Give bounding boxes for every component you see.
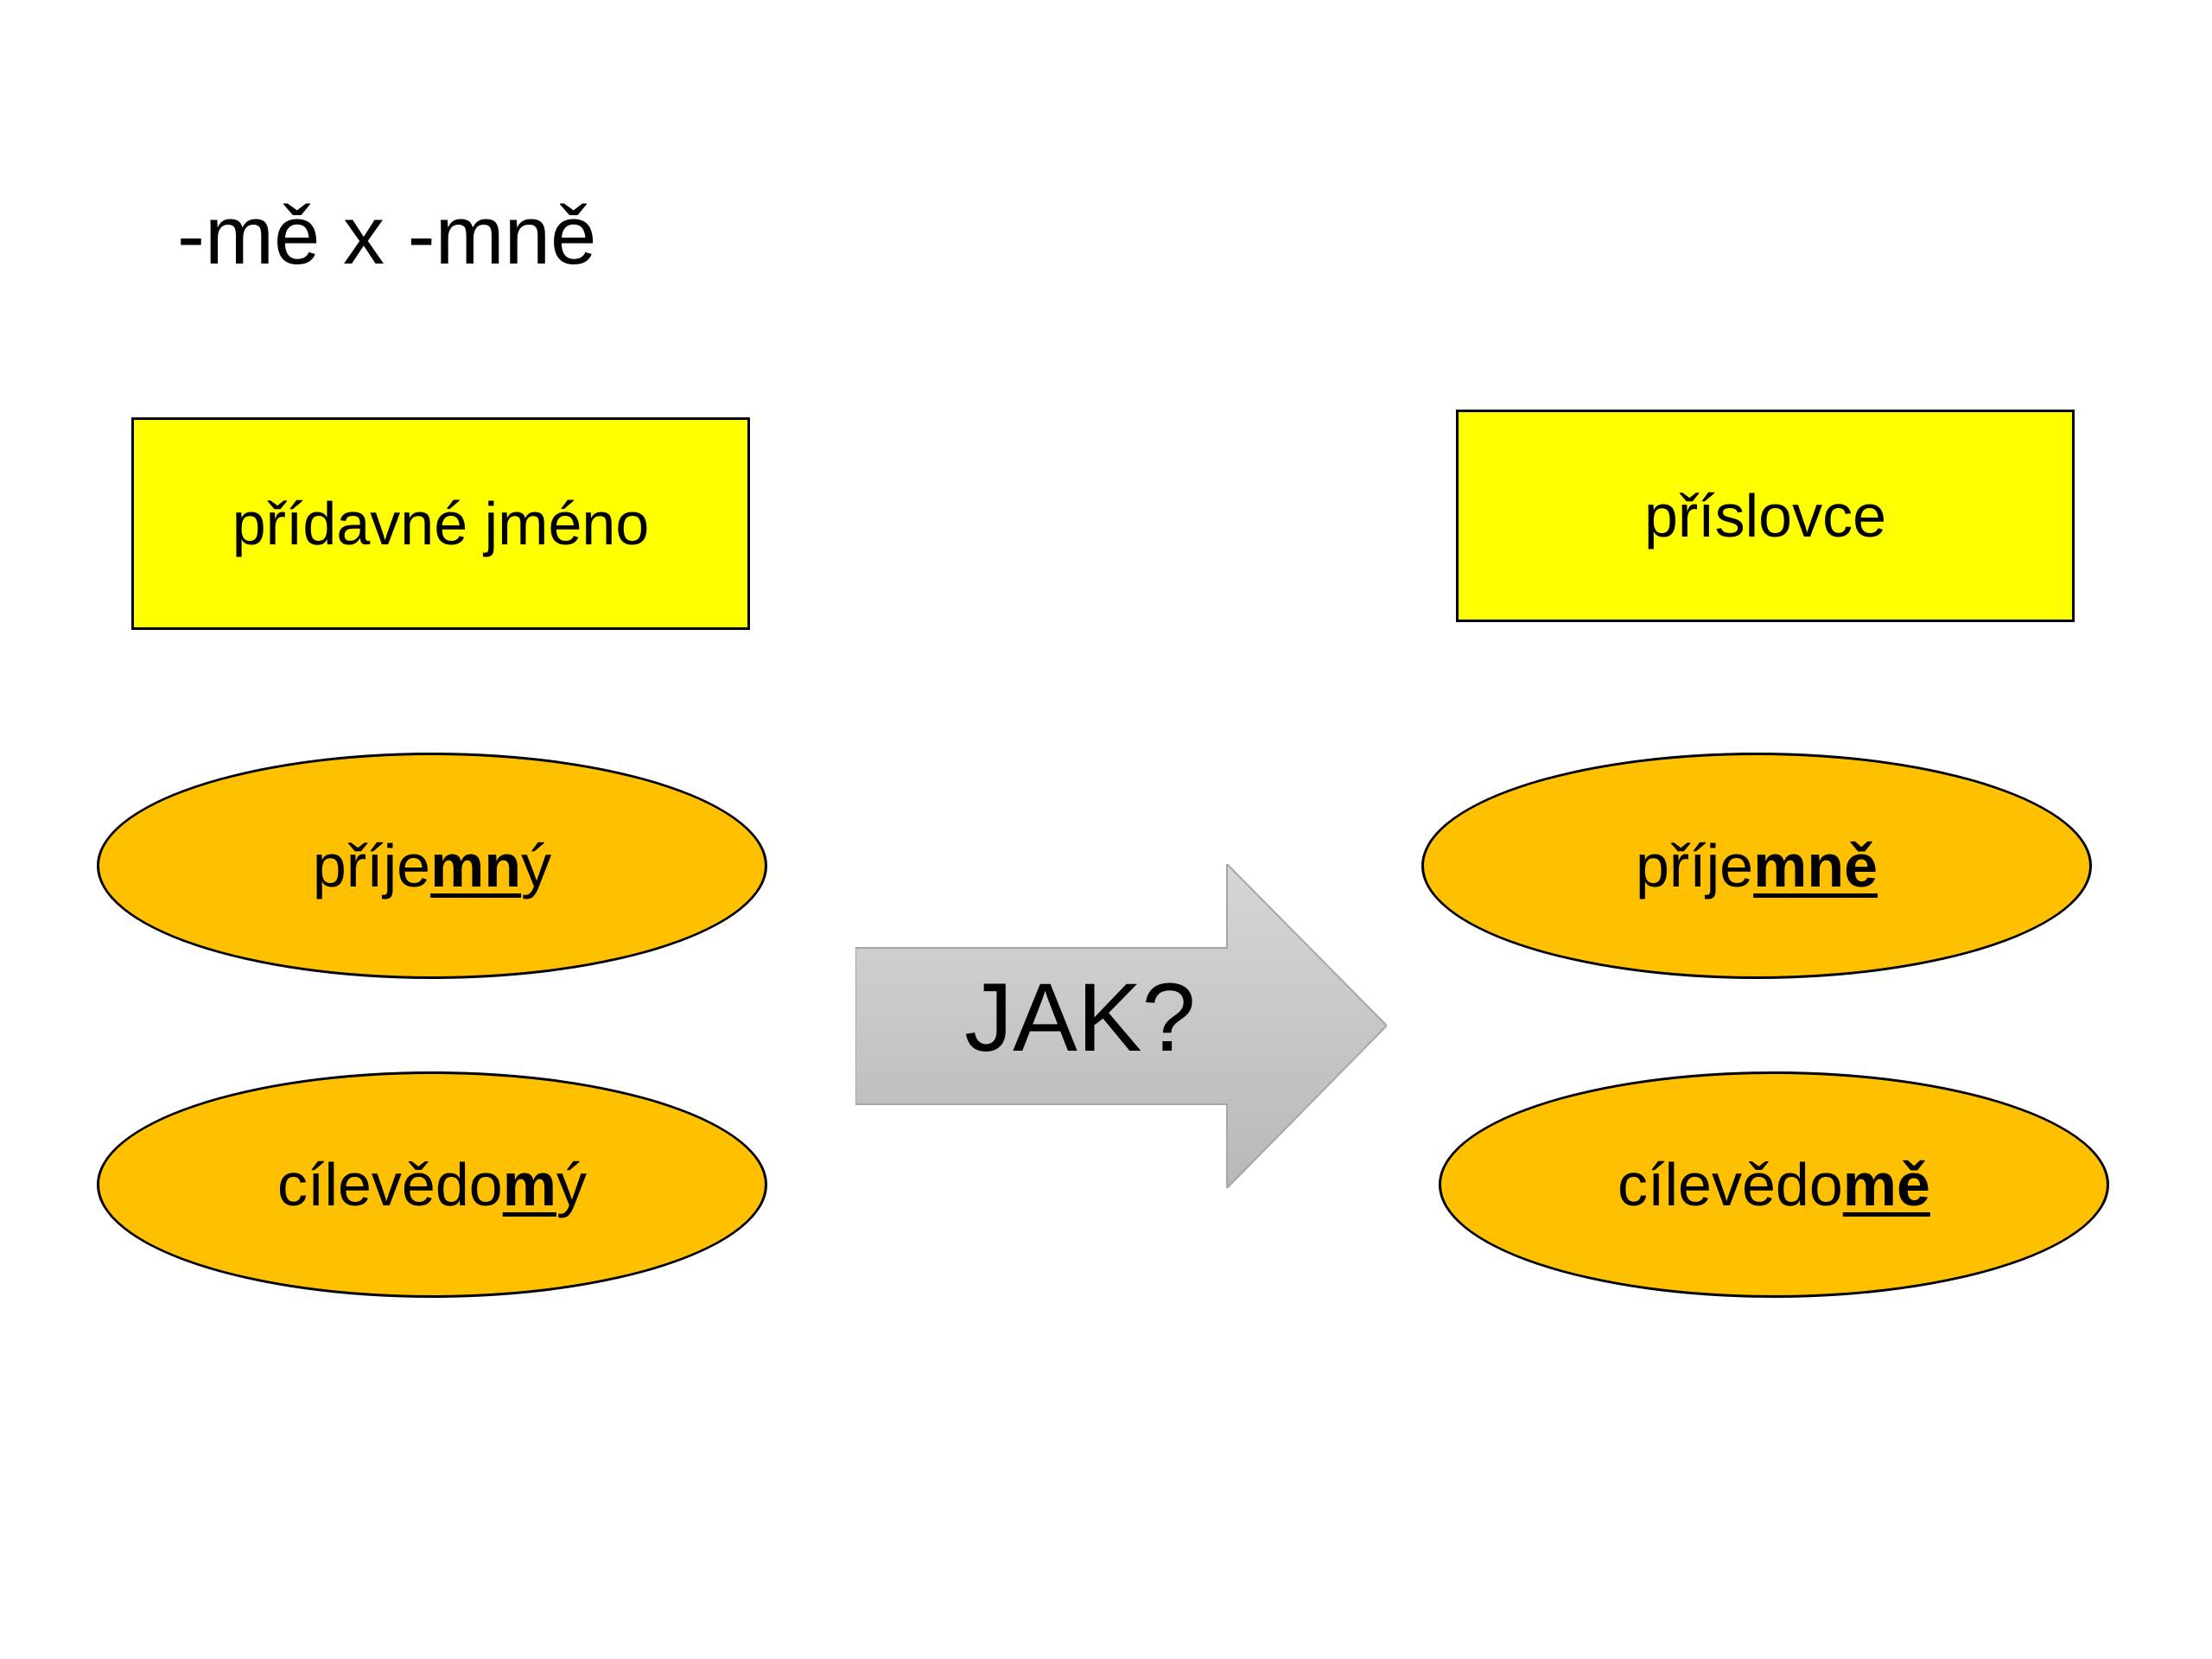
word-ending-highlight: mě	[1842, 1151, 1930, 1218]
adverb-header-label: příslovce	[1643, 482, 1887, 550]
word-stem: cílevědo	[277, 1151, 503, 1218]
word-ending-highlight: m	[502, 1151, 556, 1218]
right-arrow-icon	[855, 864, 1387, 1188]
word-stem: příje	[1635, 832, 1754, 899]
adverb-header-box: příslovce	[1456, 410, 2075, 622]
arrow-label: JAK?	[964, 963, 1196, 1071]
word-tail: ý	[556, 1151, 587, 1218]
adjective-header-box: přídavné jméno	[131, 417, 750, 630]
word-ending-highlight: mně	[1753, 832, 1878, 899]
adjective-header-label: přídavné jméno	[232, 490, 650, 557]
word-stem: příje	[312, 832, 431, 899]
slide-title: -mě x -mně	[177, 189, 597, 282]
word-ending-highlight: mn	[430, 832, 522, 899]
word-tail: ý	[521, 832, 552, 899]
word-stem: cílevědo	[1618, 1151, 1843, 1218]
